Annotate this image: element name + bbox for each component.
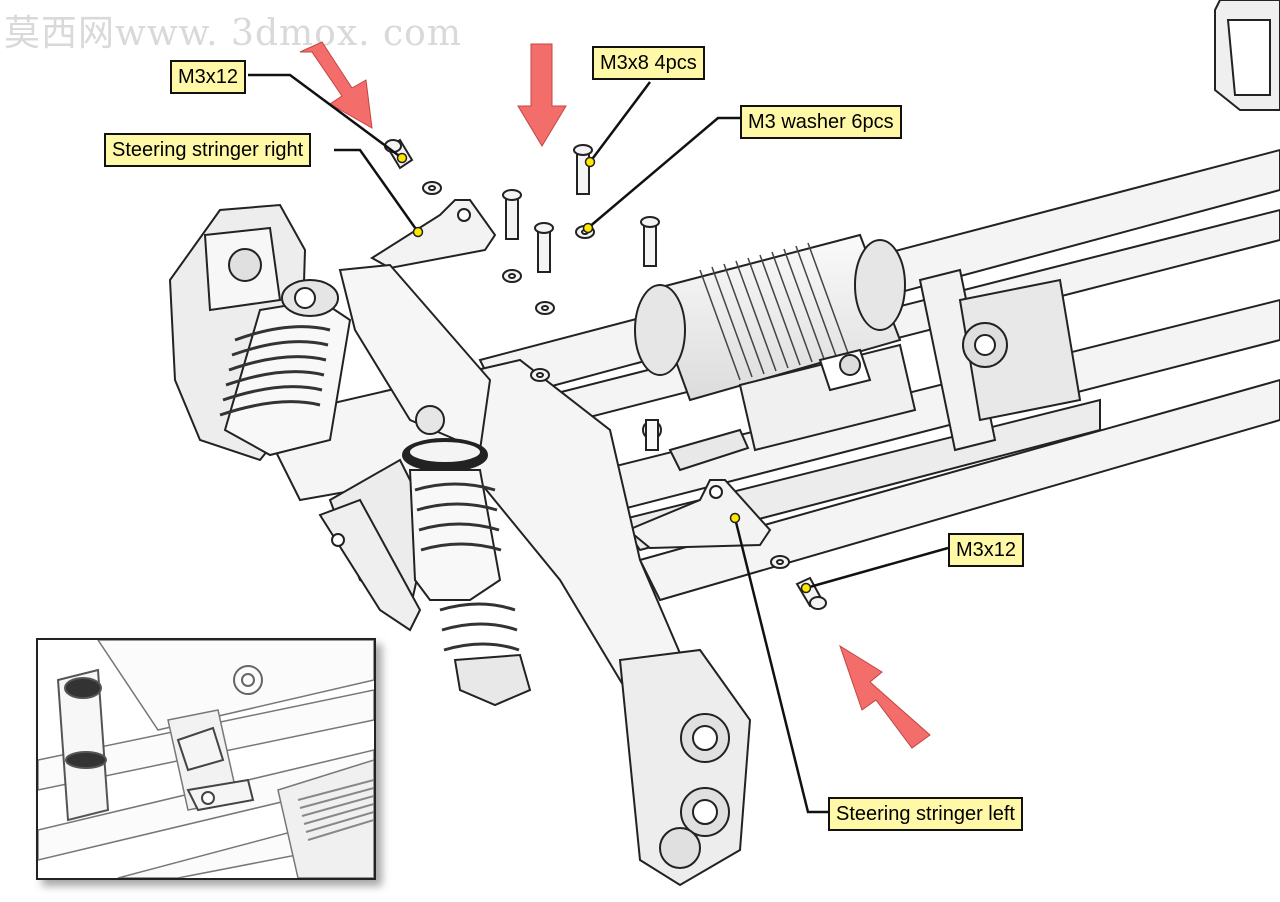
label-m3x12-top: M3x12: [170, 60, 247, 94]
yellow-dot-icon: [582, 222, 594, 234]
screws: [502, 144, 660, 273]
leader-points: [396, 152, 812, 594]
steering-stringer-right-part: [370, 199, 497, 270]
shock-absorber-left: [219, 279, 352, 457]
watermark: 莫西网www. 3dmox. com: [4, 13, 462, 54]
gearbox: [918, 268, 1082, 452]
washers: [422, 181, 790, 569]
direction-arrows: [299, 41, 931, 749]
leader-lines: [248, 73, 949, 814]
steering-stringer-left-part: [626, 419, 772, 550]
red-arrow-icon: [299, 41, 373, 129]
label-m3x8: M3x8 4pcs: [592, 46, 705, 80]
yellow-dot-icon: [396, 152, 408, 164]
motor: [634, 233, 906, 402]
red-arrow-icon: [517, 43, 567, 147]
yellow-dot-icon: [584, 156, 596, 168]
knuckle-bottom: [618, 648, 752, 887]
label-steering-stringer-left: Steering stringer left: [828, 797, 1023, 831]
yellow-dot-icon: [800, 582, 812, 594]
yellow-dot-icon: [729, 512, 741, 524]
detail-inset: [36, 638, 376, 880]
top-right-part: [1214, 0, 1280, 111]
label-steering-stringer-right: Steering stringer right: [104, 133, 312, 167]
yellow-dot-icon: [412, 226, 424, 238]
label-m3-washer: M3 washer 6pcs: [740, 105, 902, 139]
detail-inset-drawing: [38, 640, 374, 878]
shock-absorber-center: [402, 405, 532, 707]
link-plate: [318, 498, 422, 632]
label-m3x12-right: M3x12: [948, 533, 1025, 567]
servo: [738, 343, 917, 452]
red-arrow-icon: [839, 644, 931, 749]
